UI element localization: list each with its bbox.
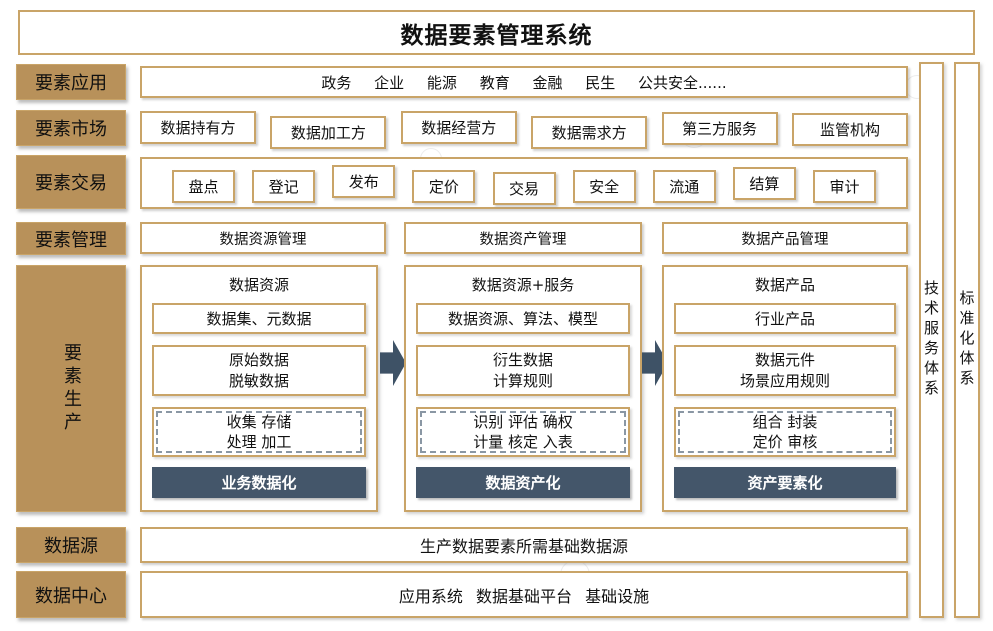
market-item: 第三方服务 xyxy=(661,112,778,145)
row-label-element-management: 要素管理 xyxy=(16,222,126,255)
management-box-asset: 数据资产管理 xyxy=(404,222,642,254)
column-box: 数据元件 场景应用规则 xyxy=(674,345,896,396)
trade-item: 交易 xyxy=(492,172,556,205)
datacenter-content-text: 应用系统 数据基础平台 基础设施 xyxy=(398,586,650,606)
column-dashed-box: 识别 评估 确权 计量 核定 入表 xyxy=(416,407,630,457)
row-label-datacenter: 数据中心 xyxy=(16,571,126,618)
column-dashed-box: 组合 封装 定价 审核 xyxy=(674,407,896,457)
column-footer-badge: 数据资产化 xyxy=(416,467,630,498)
market-item: 数据加工方 xyxy=(270,116,387,149)
market-item: 数据持有方 xyxy=(140,111,256,144)
trade-item: 登记 xyxy=(252,170,316,203)
production-column-data-service: 数据资源+服务 数据资源、算法、模型 衍生数据 计算规则 识别 评估 确权 计量… xyxy=(404,265,642,512)
column-dashed-text: 收集 存储 处理 加工 xyxy=(156,411,362,453)
column-header: 数据产品 xyxy=(754,275,815,294)
sidebar-standardization-system: 标准化体系 xyxy=(954,62,980,618)
management-box-resource: 数据资源管理 xyxy=(140,222,386,254)
column-dashed-text: 组合 封装 定价 审核 xyxy=(678,411,892,453)
arrow-right-icon xyxy=(380,340,406,386)
column-header: 数据资源+服务 xyxy=(471,275,575,294)
row-label-element-application: 要素应用 xyxy=(16,64,126,100)
trade-item: 定价 xyxy=(412,170,476,203)
trade-item: 发布 xyxy=(332,165,396,198)
column-header: 数据资源 xyxy=(228,275,289,294)
column-dashed-text: 识别 评估 确权 计量 核定 入表 xyxy=(420,411,626,453)
column-dashed-box: 收集 存储 处理 加工 xyxy=(152,407,366,457)
application-content-box: 政务 企业 能源 教育 金融 民生 公共安全...... xyxy=(140,66,908,98)
trade-item: 盘点 xyxy=(172,170,235,203)
column-footer-badge: 资产要素化 xyxy=(674,467,896,498)
row-label-element-production: 要素生产 xyxy=(16,265,126,512)
production-column-data-resource: 数据资源 数据集、元数据 原始数据 脱敏数据 收集 存储 处理 加工 业务数据化 xyxy=(140,265,378,512)
column-box: 数据资源、算法、模型 xyxy=(416,303,630,334)
row-label-element-market: 要素市场 xyxy=(16,110,126,146)
column-footer-badge: 业务数据化 xyxy=(152,467,366,498)
datacenter-content-box: 应用系统 数据基础平台 基础设施 xyxy=(140,571,908,618)
sidebar-tech-service-system: 技术服务体系 xyxy=(919,62,944,618)
market-row: 数据持有方 数据加工方 数据经营方 数据需求方 第三方服务 监管机构 xyxy=(140,111,908,149)
datasource-content-text: 生产数据要素所需基础数据源 xyxy=(419,537,628,556)
column-box: 行业产品 xyxy=(674,303,896,334)
market-item: 监管机构 xyxy=(791,113,908,146)
trade-item: 流通 xyxy=(652,170,716,203)
application-content-text: 政务 企业 能源 教育 金融 民生 公共安全...... xyxy=(321,73,727,92)
trade-item: 安全 xyxy=(572,170,636,203)
column-box: 衍生数据 计算规则 xyxy=(416,345,630,396)
trade-item: 结算 xyxy=(732,167,796,200)
row-label-element-trade: 要素交易 xyxy=(16,155,126,209)
market-item: 数据需求方 xyxy=(531,116,648,149)
trade-item: 审计 xyxy=(813,170,876,203)
page-title: 数据要素管理系统 xyxy=(18,10,975,55)
production-column-data-product: 数据产品 行业产品 数据元件 场景应用规则 组合 封装 定价 审核 资产要素化 xyxy=(662,265,908,512)
management-box-product: 数据产品管理 xyxy=(662,222,908,254)
trade-row: 盘点 登记 发布 定价 交易 安全 流通 结算 审计 xyxy=(172,159,876,207)
trade-container-box: 盘点 登记 发布 定价 交易 安全 流通 结算 审计 xyxy=(140,157,908,209)
market-item: 数据经营方 xyxy=(400,111,517,144)
row-label-datasource: 数据源 xyxy=(16,527,126,563)
column-box: 原始数据 脱敏数据 xyxy=(152,345,366,396)
datasource-content-box: 生产数据要素所需基础数据源 xyxy=(140,527,908,563)
column-box: 数据集、元数据 xyxy=(152,303,366,334)
